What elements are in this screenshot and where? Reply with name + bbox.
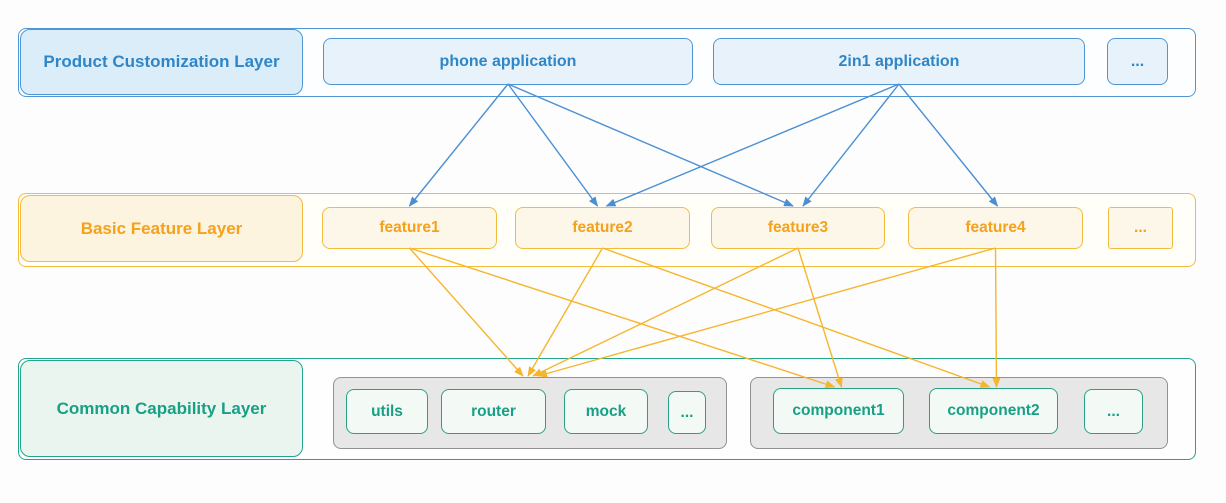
feature-box-ellipsis: ...: [1108, 207, 1173, 249]
capability-box-ellipsis-2: ...: [1084, 389, 1143, 434]
capability-box-mock: mock: [564, 389, 648, 434]
feature-layer-title: Basic Feature Layer: [20, 195, 303, 262]
capability-layer-title: Common Capability Layer: [20, 360, 303, 457]
app-box-2in1: 2in1 application: [713, 38, 1085, 85]
component-capability-group: component1 component2 ...: [750, 377, 1168, 449]
feature-box-2: feature2: [515, 207, 690, 249]
feature-box-4: feature4: [908, 207, 1083, 249]
capability-box-utils: utils: [346, 389, 428, 434]
capability-box-router: router: [441, 389, 546, 434]
capability-box-component2: component2: [929, 388, 1058, 434]
capability-box-component1: component1: [773, 388, 904, 434]
product-layer-title: Product Customization Layer: [20, 29, 303, 95]
feature-box-3: feature3: [711, 207, 885, 249]
feature-box-1: feature1: [322, 207, 497, 249]
app-box-ellipsis: ...: [1107, 38, 1168, 85]
capability-box-ellipsis-1: ...: [668, 391, 706, 434]
base-capability-group: utils router mock ...: [333, 377, 727, 449]
app-box-phone: phone application: [323, 38, 693, 85]
